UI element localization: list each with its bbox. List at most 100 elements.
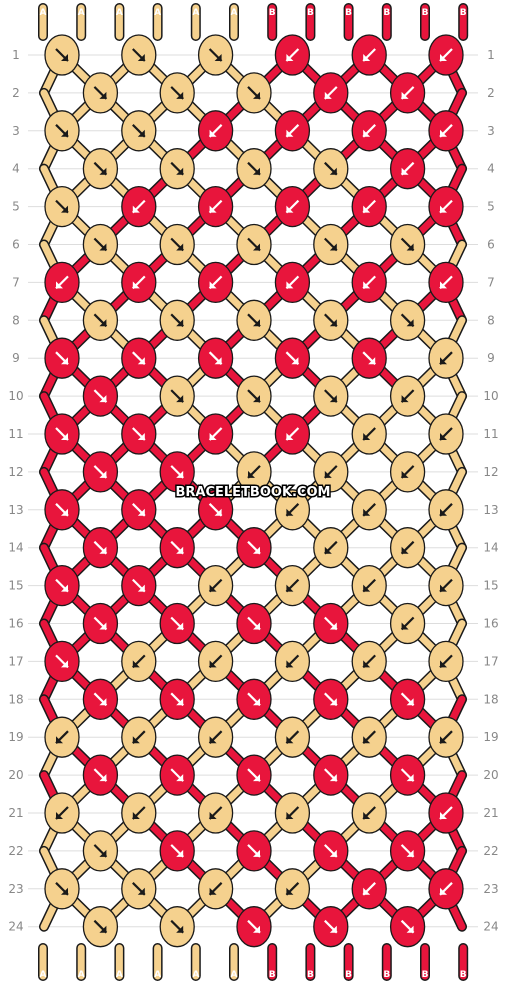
- knot: [159, 527, 195, 569]
- knot: [428, 337, 464, 379]
- arrow-head: [248, 470, 255, 478]
- knot: [351, 792, 387, 834]
- arrow-head: [363, 508, 371, 516]
- arrow-head: [99, 319, 107, 327]
- knot: [428, 564, 464, 607]
- knot: [121, 261, 157, 304]
- row-label-left: 2: [12, 86, 20, 100]
- arrow-head: [324, 470, 332, 478]
- knot: [159, 451, 195, 493]
- arrow-head: [286, 433, 294, 440]
- knot: [236, 754, 272, 796]
- arrow-head: [368, 357, 376, 365]
- arrow-head: [209, 433, 217, 440]
- strand-label: A: [192, 970, 199, 980]
- arrow-head: [61, 54, 68, 61]
- strand-label: A: [154, 970, 161, 980]
- arrow-head: [61, 508, 68, 516]
- arrow-head: [401, 91, 409, 99]
- knot: [197, 34, 234, 76]
- row-label-right: 13: [483, 503, 498, 517]
- strand-label: A: [40, 8, 47, 18]
- knot: [197, 185, 234, 228]
- knot: [159, 223, 195, 266]
- knot: [197, 868, 234, 910]
- knot: [428, 34, 464, 76]
- arrow-head: [253, 395, 260, 403]
- knot: [389, 223, 426, 266]
- strand-label: B: [383, 970, 390, 980]
- arrow-head: [176, 167, 184, 175]
- arrow-head: [176, 622, 184, 630]
- arrow-head: [99, 546, 107, 554]
- arrow-head: [440, 584, 447, 592]
- arrow-head: [253, 243, 260, 251]
- arrow-head: [137, 433, 145, 440]
- knot: [389, 906, 426, 948]
- row-label-right: 6: [487, 238, 495, 252]
- arrow-head: [209, 736, 217, 744]
- arrow-head: [137, 887, 145, 895]
- knot: [82, 754, 119, 796]
- knot: [197, 640, 234, 683]
- knot: [313, 527, 349, 569]
- knot: [121, 564, 157, 607]
- knot: [197, 110, 234, 152]
- arrow-head: [286, 205, 294, 213]
- arrow-head: [286, 660, 294, 668]
- knot: [159, 678, 195, 720]
- knot: [236, 148, 272, 190]
- knot: [313, 906, 349, 948]
- knot: [236, 830, 272, 872]
- arrow-head: [286, 887, 294, 895]
- knot: [159, 148, 195, 190]
- strand-label: A: [116, 8, 123, 18]
- knot: [389, 451, 426, 493]
- knot: [236, 527, 272, 569]
- arrow-head: [440, 357, 447, 365]
- arrow-head: [61, 584, 68, 592]
- arrow-head: [286, 584, 294, 592]
- knot: [313, 754, 349, 796]
- arrow-head: [99, 698, 107, 706]
- knot: [428, 489, 464, 531]
- arrow-head: [363, 281, 371, 289]
- row-label-left: 14: [8, 541, 23, 555]
- knot: [274, 792, 311, 834]
- arrow-head: [61, 129, 68, 137]
- knot: [274, 413, 311, 455]
- knot: [236, 299, 272, 341]
- arrow-head: [99, 91, 107, 99]
- row-label-right: 9: [487, 351, 495, 365]
- strand-label: B: [422, 8, 429, 18]
- strand-label: A: [40, 970, 47, 980]
- arrow-head: [99, 243, 107, 251]
- knot: [121, 34, 157, 76]
- arrow-head: [286, 812, 294, 819]
- arrow-head: [253, 91, 260, 99]
- arrow-head: [440, 54, 447, 61]
- knot: [236, 678, 272, 720]
- arrow-head: [329, 774, 337, 782]
- row-label-right: 21: [483, 806, 498, 820]
- knot: [274, 564, 311, 607]
- arrow-head: [406, 319, 414, 327]
- arrow-head: [99, 849, 107, 857]
- knot: [82, 223, 119, 266]
- arrow-head: [401, 167, 409, 175]
- strand-label: A: [231, 8, 238, 18]
- arrow-head: [209, 660, 217, 668]
- strand-label: A: [192, 8, 199, 18]
- arrow-head: [253, 698, 260, 706]
- knot: [351, 564, 387, 607]
- arrow-head: [99, 925, 107, 933]
- knot: [351, 261, 387, 304]
- row-label-right: 5: [487, 200, 495, 214]
- knot: [428, 413, 464, 455]
- arrow-head: [406, 774, 414, 782]
- row-label-left: 12: [8, 465, 23, 479]
- arrow-head: [286, 129, 294, 137]
- knot: [313, 299, 349, 341]
- knot: [197, 716, 234, 758]
- knot: [428, 110, 464, 152]
